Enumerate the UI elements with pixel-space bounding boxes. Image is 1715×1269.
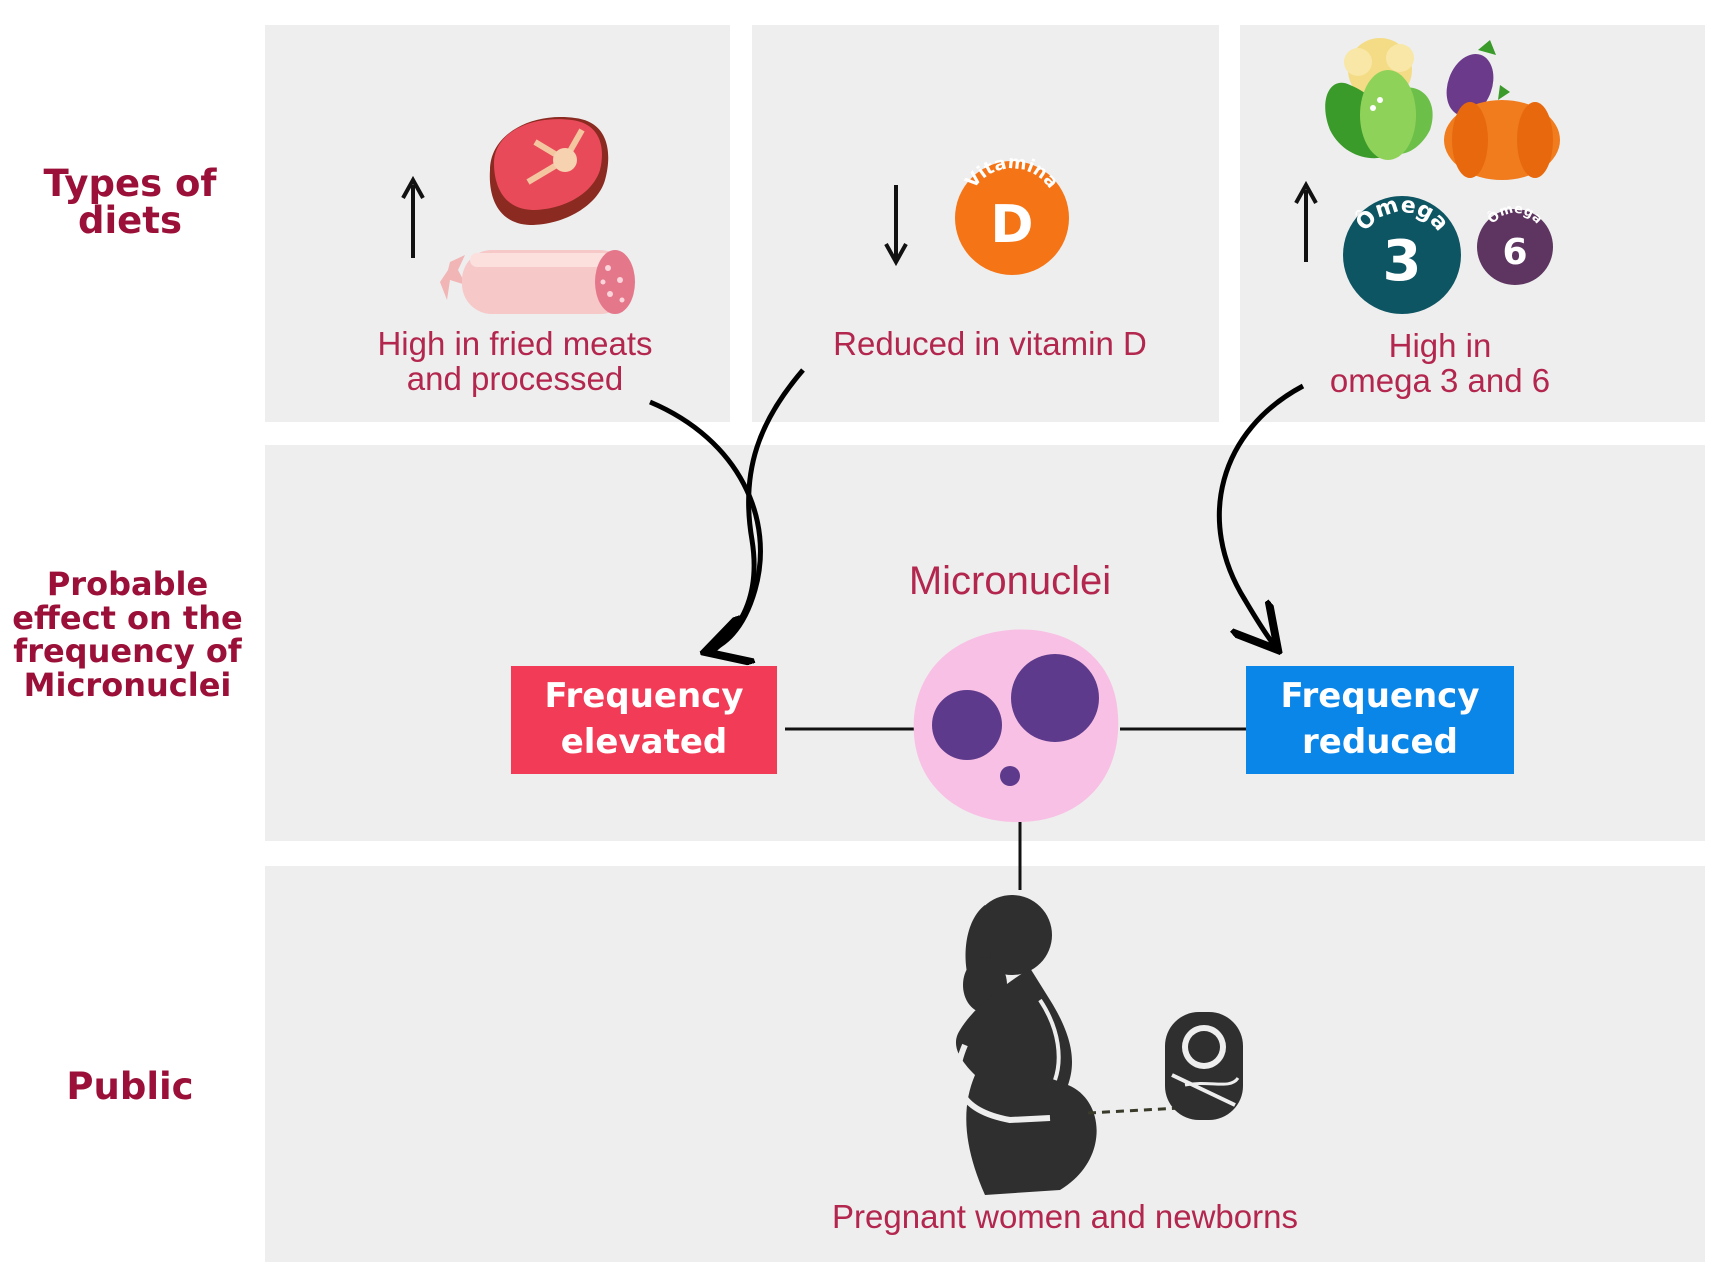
newborn-icon: [1165, 1012, 1243, 1120]
micronuclei-cell-icon: [913, 629, 1119, 823]
up-arrow-icon: [401, 175, 425, 258]
omega-3-number: 3: [1383, 229, 1422, 294]
diet-panel-meats: [265, 25, 730, 422]
down-arrow-icon: [884, 185, 908, 267]
caption-meats: High in fried meats and processed: [340, 325, 690, 397]
caption-vitamin-d: Reduced in vitamin D: [833, 325, 1147, 362]
frequency-elevated-box: Frequency elevated: [511, 666, 777, 774]
caption-meats-line1: High in fried meats: [377, 325, 653, 362]
arrow-omega-to-reduced: [1216, 383, 1305, 650]
row-label-public: Public: [66, 1065, 194, 1108]
mother-baby-dashed-link: [1087, 1106, 1181, 1115]
omega-6-number: 6: [1502, 232, 1527, 273]
vitamin-badge-letter: D: [990, 195, 1033, 255]
steak-icon: [489, 117, 609, 225]
caption-omega-line2: omega 3 and 6: [1329, 361, 1551, 399]
arrow-vitamin-to-elevated: [712, 368, 805, 652]
caption-public: Pregnant women and newborns: [832, 1198, 1298, 1235]
vegetables-icon: [1325, 38, 1560, 180]
sausage-icon: [440, 250, 635, 314]
row-label-diets: Types of diets: [43, 162, 217, 242]
row-label-effect: Probable effect on the frequency of Micr…: [12, 565, 243, 704]
pregnant-woman-icon: [954, 895, 1097, 1195]
omega-6-icon: Ômega 6: [1477, 202, 1553, 285]
caption-meats-line2: and processed: [406, 359, 624, 397]
vitamin-d-icon: Vitamina D: [955, 152, 1069, 275]
caption-omega: High in omega 3 and 6: [1290, 327, 1590, 399]
up-arrow-icon: [1294, 180, 1318, 262]
caption-omega-line1: High in: [1388, 327, 1492, 364]
omega-3-icon: Ômega 3: [1343, 193, 1461, 314]
micronuclei-label: Micronuclei: [908, 559, 1112, 603]
frequency-reduced-box: Frequency reduced: [1246, 666, 1514, 774]
